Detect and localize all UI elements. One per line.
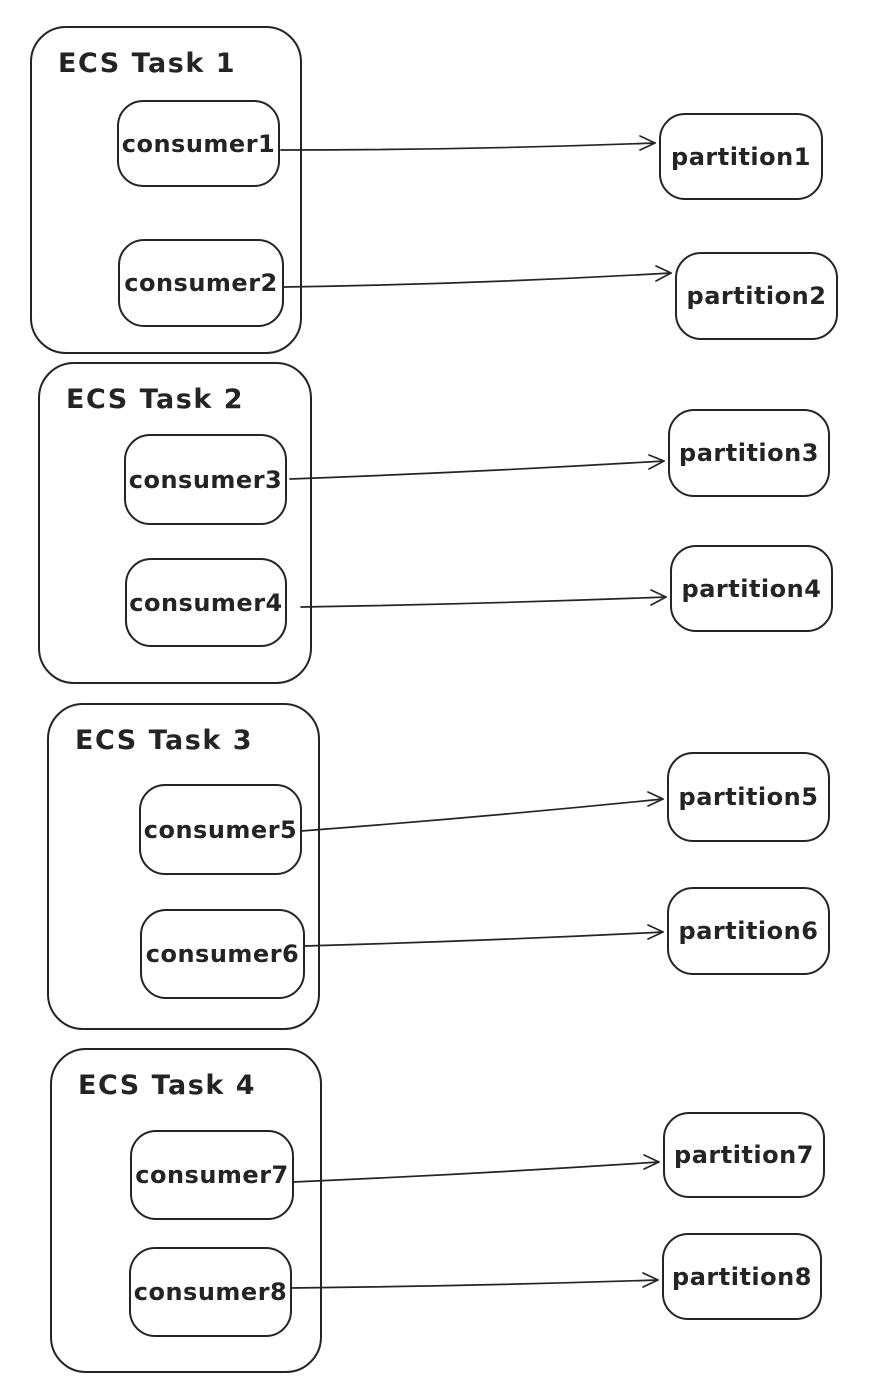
partition-2-label: partition2: [686, 282, 827, 310]
partition-3-label: partition3: [679, 439, 819, 467]
partition-node-5: partition5: [667, 752, 830, 842]
partition-6-label: partition6: [678, 917, 819, 945]
partition-5-label: partition5: [678, 783, 819, 811]
partition-node-2: partition2: [675, 252, 838, 340]
task-group-3: ECS Task 3 consumer5 consumer6: [47, 703, 320, 1030]
task-4-label: ECS Task 4: [78, 1070, 256, 1101]
consumer-node-1: consumer1: [117, 100, 280, 187]
partition-node-7: partition7: [663, 1112, 825, 1198]
consumer-8-label: consumer8: [133, 1278, 288, 1306]
consumer-1-label: consumer1: [121, 129, 276, 158]
consumer-4-label: consumer4: [129, 588, 283, 617]
partition-node-1: partition1: [659, 113, 823, 200]
task-1-label: ECS Task 1: [58, 48, 236, 79]
arrow-consumer5-to-partition5: [300, 791, 664, 832]
consumer-2-label: consumer2: [124, 269, 278, 297]
partition-8-label: partition8: [672, 1262, 812, 1291]
task-group-4: ECS Task 4 consumer7 consumer8: [50, 1048, 322, 1373]
consumer-node-7: consumer7: [130, 1130, 294, 1220]
consumer-3-label: consumer3: [128, 465, 283, 494]
task-group-2: ECS Task 2 consumer3 consumer4: [38, 362, 312, 684]
arrow-consumer2-to-partition2: [283, 265, 672, 288]
consumer-node-8: consumer8: [129, 1247, 292, 1337]
consumer-node-6: consumer6: [140, 909, 305, 999]
consumer-node-5: consumer5: [139, 784, 302, 875]
consumer-6-label: consumer6: [145, 940, 300, 968]
task-3-label: ECS Task 3: [75, 725, 253, 756]
consumer-node-3: consumer3: [124, 434, 287, 525]
consumer-node-2: consumer2: [118, 239, 284, 327]
partition-7-label: partition7: [674, 1141, 814, 1169]
task-group-1: ECS Task 1 consumer1 consumer2: [30, 26, 302, 354]
partition-node-8: partition8: [662, 1233, 822, 1320]
arrow-consumer3-to-partition3: [289, 454, 665, 480]
partition-node-6: partition6: [667, 887, 830, 975]
arrow-consumer8-to-partition8: [290, 1272, 659, 1289]
arrow-consumer7-to-partition7: [292, 1154, 660, 1183]
arrow-consumer6-to-partition6: [303, 924, 664, 947]
consumer-5-label: consumer5: [143, 815, 298, 844]
consumer-node-4: consumer4: [125, 558, 287, 647]
consumer-7-label: consumer7: [135, 1161, 289, 1189]
partition-4-label: partition4: [681, 574, 822, 603]
arrow-consumer4-to-partition4: [300, 589, 667, 608]
partition-1-label: partition1: [671, 142, 811, 171]
partition-node-3: partition3: [668, 409, 830, 497]
task-2-label: ECS Task 2: [66, 384, 244, 415]
partition-node-4: partition4: [670, 545, 833, 632]
arrow-consumer1-to-partition1: [280, 135, 656, 151]
